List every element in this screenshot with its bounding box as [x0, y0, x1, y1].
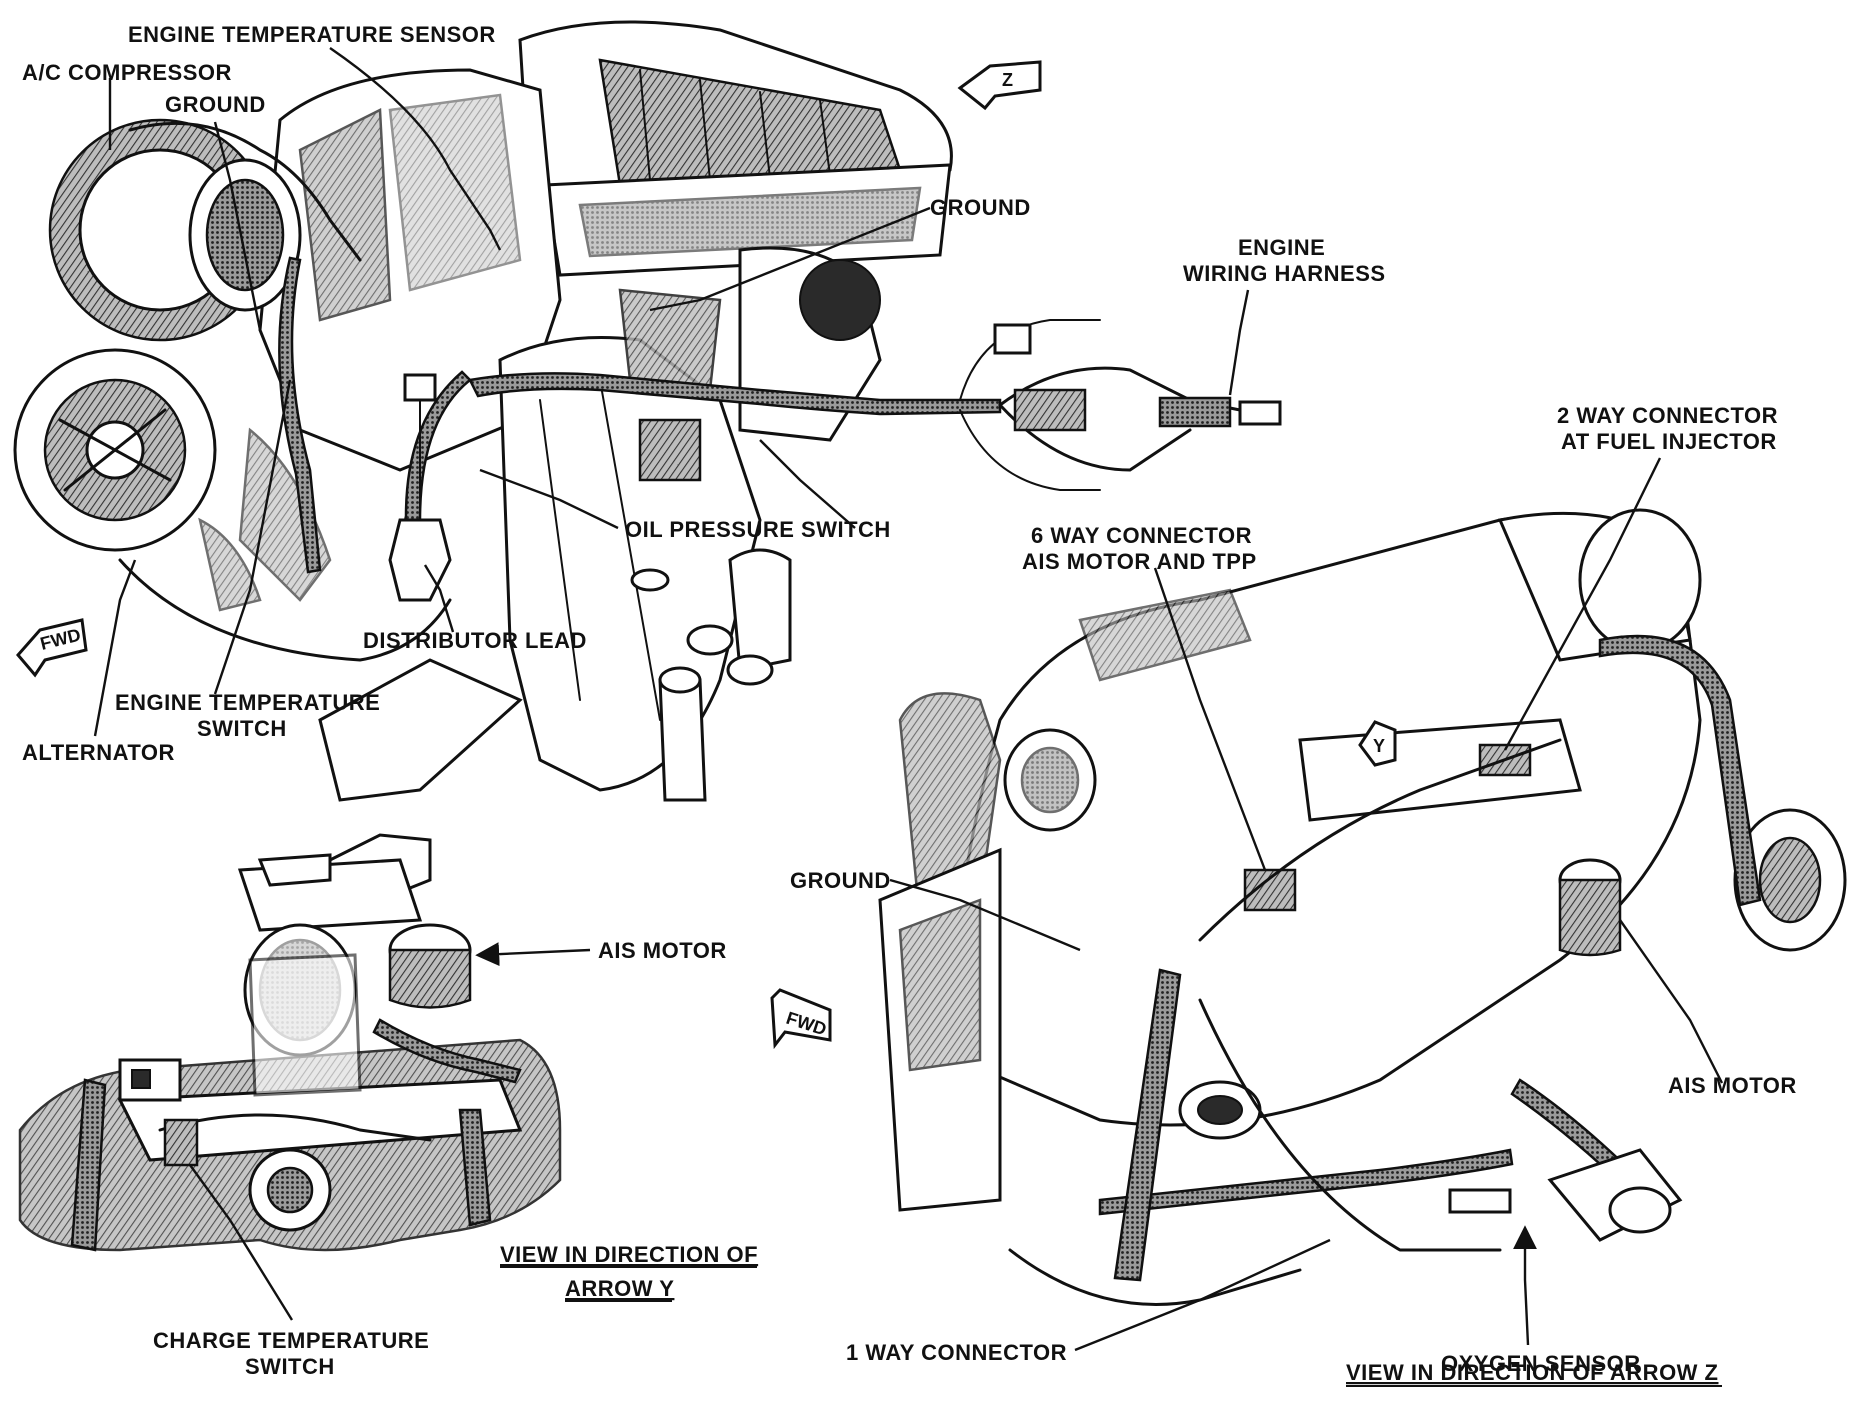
view-z-leaders: [889, 457, 1724, 1352]
label-two-way-connector-1: 2 WAY CONNECTOR: [1557, 403, 1778, 428]
label-ac-compressor: A/C COMPRESSOR: [22, 60, 232, 85]
label-two-way-connector-2: AT FUEL INJECTOR: [1561, 429, 1777, 454]
label-view-y-caption-1: VIEW IN DIRECTION OF: [500, 1242, 758, 1267]
distributor: [388, 518, 452, 602]
main-labels: ENGINE TEMPERATURE SENSOR A/C COMPRESSOR…: [22, 22, 1386, 765]
label-alternator: ALTERNATOR: [22, 740, 175, 765]
label-engine-temperature-sensor: ENGINE TEMPERATURE SENSOR: [128, 22, 496, 47]
label-charge-temperature-switch-2: SWITCH: [245, 1354, 335, 1379]
oil-pipe: [728, 548, 792, 672]
label-six-way-connector-2: AIS MOTOR AND TPP: [1022, 549, 1257, 574]
view-z-inset: Y FWD: [770, 508, 1847, 1306]
engine-wiring-harness: [468, 372, 1002, 416]
label-view-z-caption: VIEW IN DIRECTION OF ARROW Z: [1346, 1360, 1719, 1385]
arrow-z-letter: Z: [1002, 70, 1013, 90]
view-z-oxygen-sensor: [1547, 1148, 1683, 1242]
label-oxygen-sensor: OXYGEN SENSOR: [1441, 1351, 1641, 1376]
harness-connector-c: [1158, 396, 1232, 428]
label-view-z-ground: GROUND: [790, 868, 891, 893]
label-ground-mid: GROUND: [930, 195, 1031, 220]
main-engine-view: Z FWD: [13, 20, 1282, 902]
harness-connector-a: [993, 323, 1032, 355]
arrow-y-letter: Y: [1373, 736, 1385, 756]
view-y-labels: AIS MOTOR CHARGE TEMPERATURE SWITCH VIEW…: [153, 938, 758, 1379]
fwd-badge-main: FWD: [16, 618, 88, 678]
label-engine-wiring-harness-2: WIRING HARNESS: [1183, 261, 1386, 286]
crossmember: [318, 658, 523, 802]
label-charge-temperature-switch-1: CHARGE TEMPERATURE: [153, 1328, 429, 1353]
label-six-way-connector-1: 6 WAY CONNECTOR: [1031, 523, 1252, 548]
label-engine-temperature-switch-1: ENGINE TEMPERATURE: [115, 690, 380, 715]
label-view-y-ais-motor: AIS MOTOR: [598, 938, 727, 963]
label-distributor-lead: DISTRIBUTOR LEAD: [363, 628, 587, 653]
arrow-z-badge: Z: [957, 60, 1042, 111]
view-y-inset: [18, 853, 562, 1252]
label-view-y-caption-2: ARROW Y: [565, 1276, 674, 1301]
view-z-six-way-connector: [1243, 868, 1297, 912]
label-oil-pressure-switch: OIL PRESSURE SWITCH: [625, 517, 891, 542]
view-y-leaders: [189, 942, 591, 1321]
label-view-z-ais-motor: AIS MOTOR: [1668, 1073, 1797, 1098]
label-engine-wiring-harness-1: ENGINE: [1238, 235, 1325, 260]
main-leader-lines: [93, 47, 1250, 737]
harness-connector-b: [1013, 388, 1087, 432]
timing-cover: [498, 336, 762, 792]
view-z-labels: 2 WAY CONNECTOR AT FUEL INJECTOR 6 WAY C…: [790, 403, 1797, 1387]
label-ground-top: GROUND: [165, 92, 266, 117]
label-one-way-connector: 1 WAY CONNECTOR: [846, 1340, 1067, 1365]
label-engine-temperature-switch-2: SWITCH: [197, 716, 287, 741]
view-y-charge-temperature-switch: [163, 1118, 199, 1167]
arrow-y-badge: Y: [1358, 720, 1397, 767]
fwd-badge-view-z: FWD: [770, 988, 832, 1050]
